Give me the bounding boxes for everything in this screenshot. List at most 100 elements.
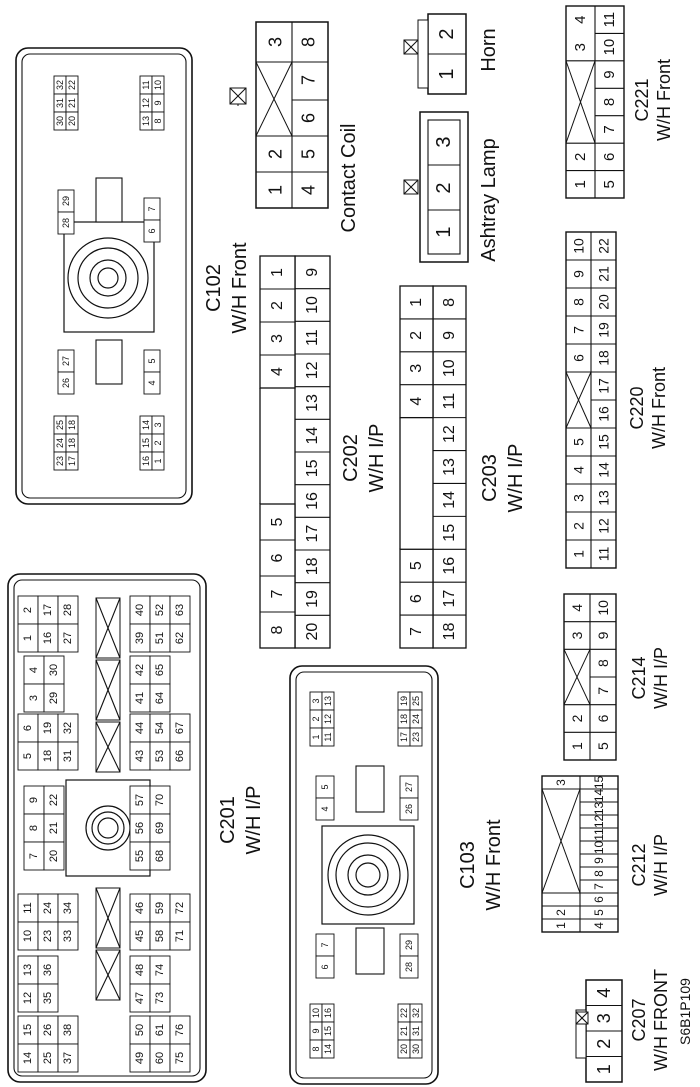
- ashtray-inner: [427, 119, 461, 255]
- pin-number: 27: [62, 632, 74, 644]
- pin-number: 38: [62, 1024, 74, 1036]
- blank-cavity-line: [95, 721, 121, 773]
- c102-inner: [21, 53, 187, 499]
- pin-number: 45: [134, 930, 146, 942]
- pin-number: 41: [134, 692, 146, 704]
- pin-number: 7: [601, 125, 618, 133]
- pin-number: 1: [22, 635, 34, 641]
- figure-id: S6B1P109: [677, 978, 693, 1045]
- pin-number: 20: [67, 116, 77, 126]
- pin-number: 25: [411, 696, 421, 706]
- pin-number: 26: [42, 1024, 54, 1036]
- pin-number: 61: [154, 1024, 166, 1036]
- c203-top-row-b: [399, 548, 434, 649]
- pin-number: 24: [411, 714, 421, 724]
- pin-number: 8: [28, 825, 40, 831]
- c202-id: C202: [340, 434, 362, 482]
- pin-number: 26: [404, 804, 414, 814]
- pin-number: 1: [594, 1064, 614, 1074]
- pin-number: 11: [22, 902, 34, 913]
- pin-number: 66: [174, 750, 186, 762]
- pin-number: 9: [571, 270, 587, 278]
- pin-number: 72: [174, 902, 186, 914]
- pin-number: 2: [569, 714, 585, 722]
- pin-number: 17: [399, 732, 409, 742]
- pin-number: 32: [62, 722, 74, 734]
- pin-number: 11: [304, 329, 321, 346]
- pin-number: 62: [174, 632, 186, 644]
- pin-number: 1: [269, 268, 286, 277]
- pin-number: 11: [323, 732, 333, 741]
- pin-number: 10: [153, 80, 163, 90]
- pin-number: 48: [134, 964, 146, 976]
- pin-cell: [151, 111, 165, 131]
- pin-number: 3: [569, 631, 585, 639]
- pin-number: 60: [154, 1052, 166, 1064]
- pin-number: 21: [596, 266, 612, 282]
- pin-number: 6: [22, 725, 34, 731]
- pin-number: 30: [411, 1044, 421, 1054]
- pin-number: 31: [62, 750, 74, 762]
- pin-cell: [409, 727, 423, 747]
- pin-number: 6: [571, 354, 587, 362]
- pin-number: 34: [62, 902, 74, 914]
- pin-number: 2: [433, 182, 455, 193]
- pin-number: 13: [441, 458, 458, 476]
- pin-number: 58: [154, 930, 166, 942]
- pin-cell: [169, 921, 191, 951]
- pin-cell: [149, 683, 171, 713]
- pin-number: 3: [572, 43, 589, 51]
- blank-cavity-line: [541, 788, 581, 894]
- pin-number: 10: [571, 238, 587, 254]
- pin-number: 19: [304, 590, 321, 608]
- c102-bolt: [89, 259, 127, 297]
- c207-harness: W/H FRONT: [651, 969, 671, 1071]
- pin-number: 14: [323, 1044, 333, 1054]
- c214-harness: W/H I/P: [651, 647, 671, 709]
- pin-number: 25: [55, 420, 65, 430]
- pin-number: 11: [441, 393, 458, 410]
- pin-number: 5: [408, 561, 425, 570]
- pin-number: 68: [154, 850, 166, 862]
- pin-number: 56: [134, 822, 146, 834]
- pin-number: 5: [320, 784, 330, 789]
- pin-number: 3: [554, 779, 568, 786]
- pin-cell: [315, 797, 335, 821]
- pin-number: 4: [572, 16, 589, 24]
- pin-number: 18: [399, 714, 409, 724]
- pin-number: 9: [592, 857, 606, 864]
- pin-number: 2: [408, 331, 425, 340]
- pin-number: 14: [141, 420, 151, 430]
- c102-guide: [95, 177, 123, 223]
- pin-number: 3: [408, 364, 425, 373]
- pin-number: 8: [441, 298, 458, 307]
- pin-number: 8: [311, 1046, 321, 1051]
- pin-number: 6: [269, 553, 286, 562]
- pin-number: 27: [404, 782, 414, 792]
- c102-harness: W/H Front: [229, 242, 251, 334]
- pin-number: 6: [592, 896, 606, 903]
- pin-number: 12: [141, 98, 151, 108]
- pin-number: 22: [596, 238, 612, 254]
- pin-cell: [169, 1043, 191, 1073]
- c202-harness: W/H I/P: [366, 424, 388, 493]
- pin-number: 18: [304, 557, 321, 575]
- pin-number: 12: [592, 815, 606, 829]
- pin-number: 4: [299, 185, 319, 195]
- connector-labels: S6B1P109 Contact Coil Horn Ashtray Lamp …: [203, 28, 693, 1071]
- pin-number: 1: [436, 68, 458, 79]
- pin-number: 7: [28, 853, 40, 859]
- c102-bolt: [97, 267, 119, 289]
- pin-number: 1: [433, 226, 455, 237]
- pin-number: 2: [594, 1039, 614, 1049]
- pin-number: 42: [134, 664, 146, 676]
- pin-number: 1: [569, 742, 585, 750]
- pin-number: 14: [592, 789, 606, 803]
- pin-number: 6: [601, 153, 618, 161]
- pin-number: 7: [595, 687, 611, 695]
- pin-number: 75: [174, 1052, 186, 1064]
